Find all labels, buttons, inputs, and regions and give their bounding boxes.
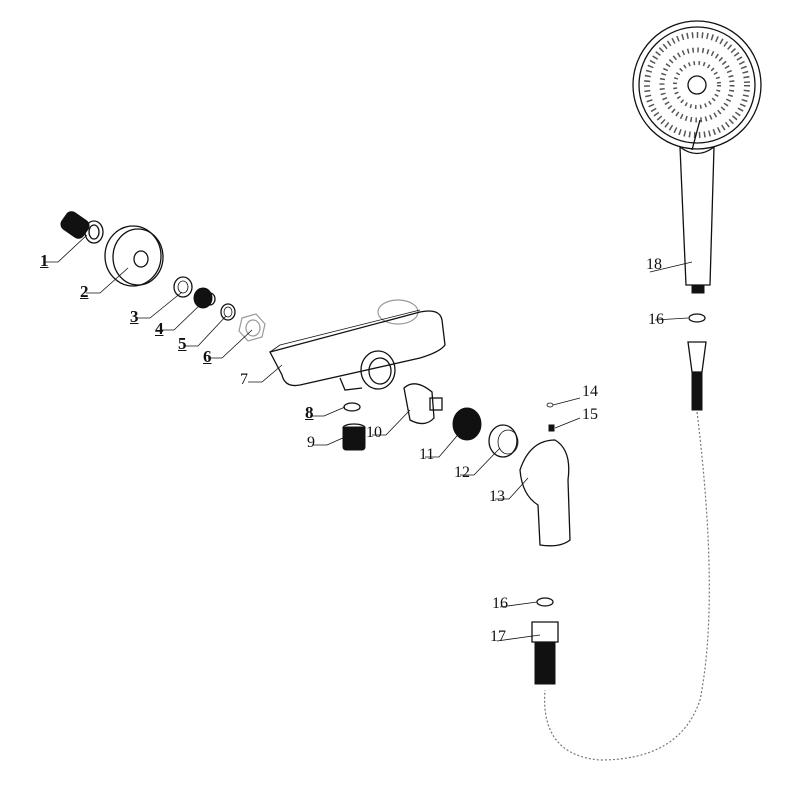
part-12-sleeve [488, 424, 519, 458]
part-label-11: 11 [419, 446, 435, 463]
part-6-nut [238, 313, 266, 342]
part-label-13: 13 [489, 488, 505, 505]
leader-lines [45, 234, 693, 642]
part-8-o-ring [343, 402, 361, 412]
part-label-4: 4 [155, 319, 164, 338]
part-18-hand-shower [632, 20, 762, 294]
part-15-screw [548, 424, 555, 432]
part-label-17: 17 [490, 628, 506, 645]
part-9-aerator [342, 423, 366, 451]
part-label-6: 6 [203, 347, 212, 366]
part-label-9: 9 [307, 434, 315, 451]
part-16-washer-top [688, 313, 706, 323]
part-7-mixer-body [269, 299, 446, 391]
part-13-handle [519, 439, 571, 547]
part-label-8: 8 [305, 403, 314, 422]
part-10-cartridge [403, 383, 443, 425]
part-label-12: 12 [454, 464, 470, 481]
part-label-2: 2 [80, 282, 89, 301]
part-label-16-bottom: 16 [492, 595, 508, 612]
part-5-washer [220, 303, 236, 321]
part-label-16-top: 16 [648, 311, 664, 328]
part-label-1: 1 [40, 251, 49, 270]
part-2-cover-plate [104, 225, 164, 287]
part-3-washer [173, 276, 193, 298]
part-14-cap [546, 402, 554, 408]
part-label-5: 5 [178, 334, 187, 353]
part-17-hose-connector [531, 621, 559, 685]
part-4-nipple [193, 287, 216, 309]
part-label-14: 14 [582, 383, 598, 400]
shower-hose [544, 411, 710, 761]
part-label-10: 10 [366, 424, 382, 441]
part-label-15: 15 [582, 406, 598, 423]
part-1-eccentric-connector [60, 211, 104, 244]
part-label-7: 7 [240, 371, 248, 388]
part-label-3: 3 [130, 307, 139, 326]
part-16-washer-bottom [536, 597, 554, 607]
part-label-18: 18 [646, 256, 662, 273]
hose-cone-nut [687, 341, 707, 411]
